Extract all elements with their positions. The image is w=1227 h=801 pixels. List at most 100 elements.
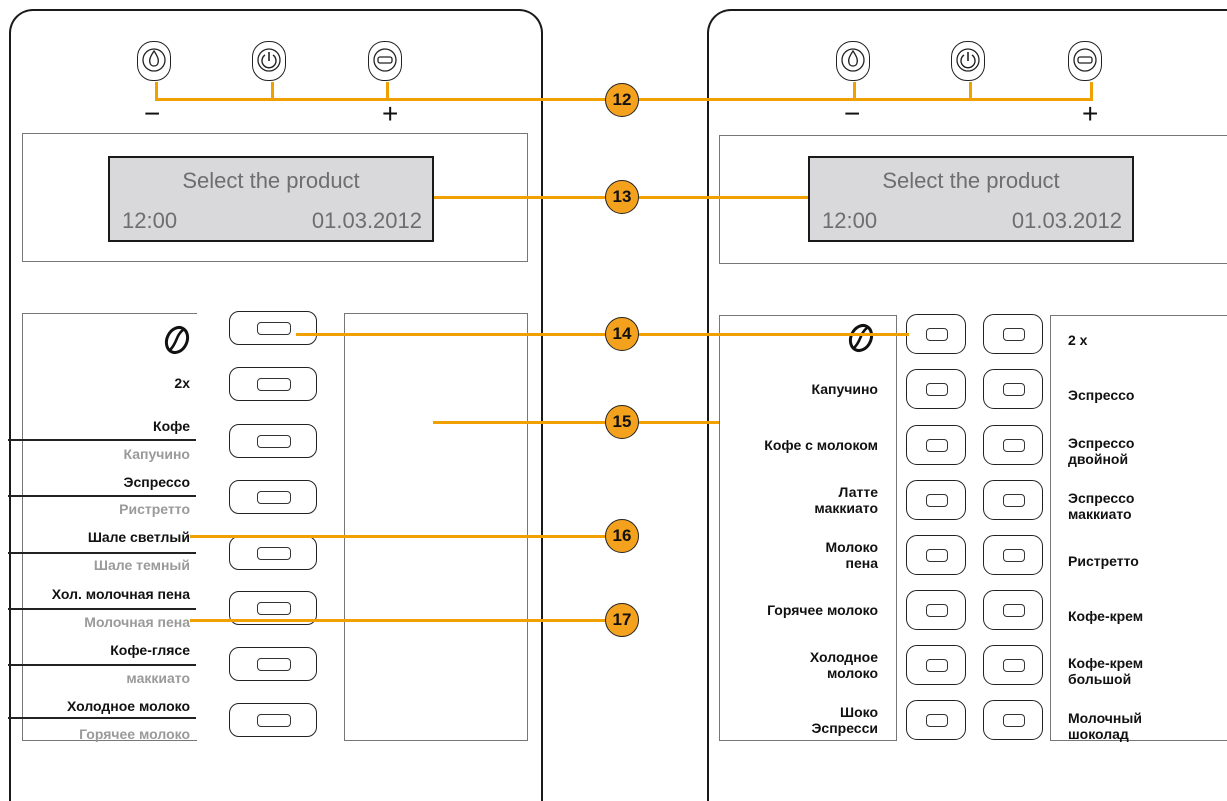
left-lcd-display: Select the product 12:00 01.03.2012	[108, 156, 434, 242]
right-drink-button-a2[interactable]	[906, 369, 966, 409]
leader-12-tick-6	[1090, 82, 1093, 100]
right-left-drink-label: Холодное молоко	[809, 649, 878, 681]
right-drink-button-b2[interactable]	[983, 369, 1043, 409]
right-right-drink-label: Ристретто	[1068, 553, 1139, 569]
right-left-label-box	[719, 315, 897, 741]
right-left-drink-label: Молоко пена	[825, 539, 879, 571]
right-drink-button-a3[interactable]	[906, 425, 966, 465]
left-drink-label: Кофе-глясе	[110, 642, 190, 658]
callout-16: 16	[605, 519, 639, 553]
right-left-drink-label: Кофе с молоком	[764, 437, 878, 453]
right-power-knob[interactable]	[951, 41, 985, 81]
right-right-drink-label: Молочный шоколад	[1068, 710, 1142, 742]
right-drink-button-b3[interactable]	[983, 425, 1043, 465]
steam-icon	[1073, 48, 1097, 72]
leader-17	[190, 619, 610, 622]
leader-12-tick-3	[386, 82, 389, 100]
water-drop-icon	[142, 48, 166, 72]
left-button-7[interactable]	[229, 647, 317, 681]
left-drink-label: Ристретто	[119, 501, 190, 517]
callout-13: 13	[605, 180, 639, 214]
leader-12-tick-2	[271, 82, 274, 100]
left-empty-label-box	[344, 313, 528, 741]
left-label-divider	[8, 608, 196, 610]
left-2x-button[interactable]	[229, 367, 317, 401]
right-machine-panel	[707, 9, 1227, 801]
left-power-knob[interactable]	[252, 41, 286, 81]
right-right-drink-label: Кофе-крем большой	[1068, 655, 1144, 687]
left-bean-button[interactable]	[229, 311, 317, 345]
power-icon	[956, 48, 980, 72]
left-label-divider	[8, 495, 196, 497]
right-left-drink-label: Капучино	[811, 381, 879, 397]
left-drink-label: 2x	[174, 375, 190, 391]
right-drink-button-b6[interactable]	[983, 590, 1043, 630]
right-right-drink-label: Эспрессо маккиато	[1068, 490, 1135, 522]
callout-12: 12	[605, 83, 639, 117]
lcd-time: 12:00	[122, 208, 178, 233]
right-hot-water-knob[interactable]	[836, 41, 870, 81]
right-drink-button-b5[interactable]	[983, 535, 1043, 575]
right-right-label-box	[1050, 315, 1227, 741]
right-drink-button-b8[interactable]	[983, 700, 1043, 740]
lcd-time: 12:00	[822, 208, 878, 233]
left-button-3[interactable]	[229, 424, 317, 458]
right-drink-button-b7[interactable]	[983, 645, 1043, 685]
left-drink-label: Кофе	[153, 418, 190, 434]
right-drink-button-a7[interactable]	[906, 645, 966, 685]
leader-12-tick-1	[155, 82, 158, 100]
left-drink-label: Горячее молоко	[79, 726, 190, 742]
lcd-title: Select the product	[882, 168, 1060, 193]
right-right-drink-label: 2 x	[1068, 332, 1088, 348]
left-drink-label: Шале темный	[93, 557, 190, 573]
left-drink-label: Капучино	[123, 446, 191, 462]
lcd-date: 01.03.2012	[311, 208, 422, 233]
right-drink-button-b1[interactable]	[983, 314, 1043, 354]
right-lcd-display: Select the product 12:00 01.03.2012	[808, 156, 1134, 242]
coffee-bean-icon	[848, 323, 874, 353]
right-drink-button-a8[interactable]	[906, 700, 966, 740]
right-right-drink-label: Кофе-крем	[1068, 608, 1144, 624]
water-drop-icon	[841, 48, 865, 72]
right-right-drink-label: Эспрессо	[1068, 387, 1135, 403]
leader-16	[190, 535, 610, 538]
left-label-strip	[22, 313, 197, 741]
right-minus-sign: −	[844, 98, 861, 129]
left-label-divider	[8, 717, 196, 719]
left-minus-sign: −	[144, 98, 161, 129]
left-label-divider	[8, 664, 196, 666]
right-steam-knob[interactable]	[1068, 41, 1102, 81]
right-plus-sign: +	[1082, 98, 1099, 129]
left-drink-label: Холодное молоко	[66, 698, 190, 714]
right-drink-button-a6[interactable]	[906, 590, 966, 630]
right-left-drink-label: Латте маккиато	[814, 484, 878, 516]
left-drink-label: Хол. молочная пена	[51, 586, 190, 602]
left-drink-label: Молочная пена	[84, 614, 190, 630]
leader-12-tick-4	[853, 82, 856, 100]
left-drink-label: Шале светлый	[87, 529, 190, 545]
right-drink-button-b4[interactable]	[983, 480, 1043, 520]
leader-12-tick-5	[969, 82, 972, 100]
right-left-drink-label: Горячее молоко	[767, 602, 878, 618]
left-plus-sign: +	[382, 98, 399, 129]
left-machine-panel	[9, 9, 543, 801]
leader-15	[433, 421, 719, 424]
right-drink-button-a5[interactable]	[906, 535, 966, 575]
lcd-date: 01.03.2012	[1011, 208, 1122, 233]
right-drink-button-a4[interactable]	[906, 480, 966, 520]
callout-17: 17	[605, 603, 639, 637]
power-icon	[257, 48, 281, 72]
callout-14: 14	[605, 317, 639, 351]
leader-14	[296, 333, 909, 336]
coffee-bean-icon	[164, 325, 190, 355]
left-button-5[interactable]	[229, 536, 317, 570]
left-hot-water-knob[interactable]	[137, 41, 171, 81]
steam-icon	[373, 48, 397, 72]
right-right-drink-label: Эспрессо двойной	[1068, 435, 1135, 467]
left-button-8[interactable]	[229, 703, 317, 737]
right-drink-button-a1[interactable]	[906, 314, 966, 354]
left-button-4[interactable]	[229, 480, 317, 514]
callout-15: 15	[605, 405, 639, 439]
left-drink-label: маккиато	[126, 670, 190, 686]
left-steam-knob[interactable]	[368, 41, 402, 81]
